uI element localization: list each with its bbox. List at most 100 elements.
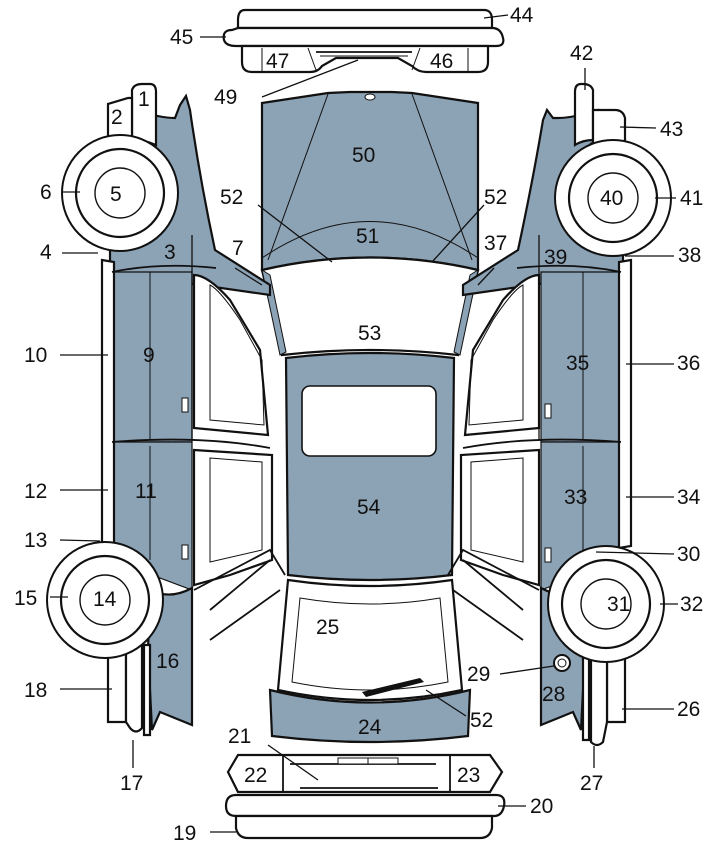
label-4: 4 (40, 241, 52, 264)
leader-44 (483, 14, 509, 19)
label-35: 35 (566, 352, 589, 375)
leader-43 (619, 126, 657, 129)
label-41: 41 (680, 187, 703, 210)
cabin (260, 256, 480, 744)
label-50: 50 (352, 144, 375, 167)
label-32: 32 (680, 593, 703, 616)
label-11: 11 (135, 480, 157, 503)
label-53: 53 (358, 322, 381, 345)
label-21: 21 (228, 725, 251, 748)
trunk-lid (268, 688, 472, 744)
label-43: 43 (660, 118, 683, 141)
rear-quarter-line (447, 548, 540, 591)
left-front-wheel-hub (94, 167, 146, 219)
left-sill (100, 258, 116, 550)
right-front-window (463, 273, 541, 437)
label-40: 40 (600, 187, 623, 210)
right-rear-wheel-hub (580, 578, 632, 630)
label-46: 46 (430, 50, 453, 73)
door-split-line (111, 438, 271, 449)
left-rear-window-inner (209, 457, 263, 563)
leader-7 (234, 267, 263, 286)
label-36: 36 (677, 352, 700, 375)
label-16: 16 (156, 650, 179, 673)
sunroof (301, 385, 437, 457)
label-52-left: 52 (220, 186, 243, 209)
label-7: 7 (232, 237, 244, 260)
label-22: 22 (244, 764, 267, 787)
front-bumper-assembly (222, 8, 505, 74)
label-10: 10 (24, 344, 47, 367)
hood-crease (267, 93, 329, 261)
door-handle (181, 544, 189, 560)
label-2: 2 (111, 106, 123, 129)
hood-crease (411, 93, 473, 261)
left-side (46, 82, 286, 737)
label-44: 44 (510, 4, 534, 27)
rear-window-inner (291, 597, 449, 691)
label-6: 6 (40, 181, 52, 204)
label-3: 3 (164, 241, 176, 264)
hood-emblem (364, 93, 376, 101)
label-27: 27 (580, 772, 603, 795)
front-grille-area (240, 44, 490, 74)
label-39: 39 (544, 246, 567, 269)
label-38: 38 (678, 244, 701, 267)
rear-quarter-line (209, 559, 271, 611)
label-12: 12 (24, 480, 47, 503)
license-lamp (337, 757, 369, 765)
label-37: 37 (484, 232, 507, 255)
door-handle (181, 397, 189, 413)
right-front-wheel-hub (587, 172, 639, 224)
leader-30 (595, 551, 675, 555)
right-sill (617, 258, 633, 550)
right-rear-bumper-end-2 (589, 650, 609, 747)
leader-13 (59, 539, 101, 542)
label-45: 45 (170, 26, 193, 49)
label-51: 51 (356, 225, 379, 248)
label-5: 5 (110, 183, 122, 206)
label-29: 29 (467, 663, 490, 686)
lamp-divider (411, 47, 421, 71)
leader-21 (267, 744, 319, 781)
label-17: 17 (120, 772, 143, 795)
left-rear-window (192, 448, 274, 587)
label-15: 15 (14, 587, 37, 610)
left-front-window (192, 273, 270, 437)
leader-52-right (431, 204, 485, 263)
leader-49 (261, 59, 359, 98)
label-20: 20 (530, 795, 553, 818)
rear-quarter-line (193, 548, 286, 591)
label-26: 26 (677, 698, 700, 721)
label-52-rear: 52 (470, 709, 493, 732)
door-top-line (111, 264, 217, 273)
label-9: 9 (143, 344, 155, 367)
leader-lines (50, 14, 678, 833)
rear-window (276, 578, 464, 702)
lamp-divider (307, 47, 317, 71)
door-top-line (516, 264, 622, 273)
label-13: 13 (24, 529, 47, 552)
rear-wiper (362, 678, 424, 697)
label-1: 1 (138, 88, 150, 111)
right-rear-window-inner (470, 457, 524, 563)
front-bumper-bar (222, 26, 505, 48)
rear-bumper-lower (234, 814, 494, 840)
rear-bumper-assembly (224, 753, 506, 840)
label-52-right: 52 (484, 186, 507, 209)
label-23: 23 (457, 764, 480, 787)
right-front-bumper-end-1 (573, 82, 595, 147)
label-18: 18 (24, 679, 47, 702)
leader-29 (499, 665, 555, 675)
left-front-window-inner (209, 284, 265, 426)
door-handle (544, 403, 552, 419)
left-rear-bumper-end (106, 646, 128, 724)
label-24: 24 (358, 716, 382, 739)
rear-quarter-line (462, 559, 524, 611)
right-quarter-strip (581, 648, 591, 742)
right-front-bumper-end-2 (591, 108, 627, 147)
right-rear-window (459, 448, 541, 587)
rear-bumper-bar (224, 793, 506, 818)
left-quarter-strip (142, 643, 152, 737)
fuel-filler-cap-inner (557, 658, 567, 668)
